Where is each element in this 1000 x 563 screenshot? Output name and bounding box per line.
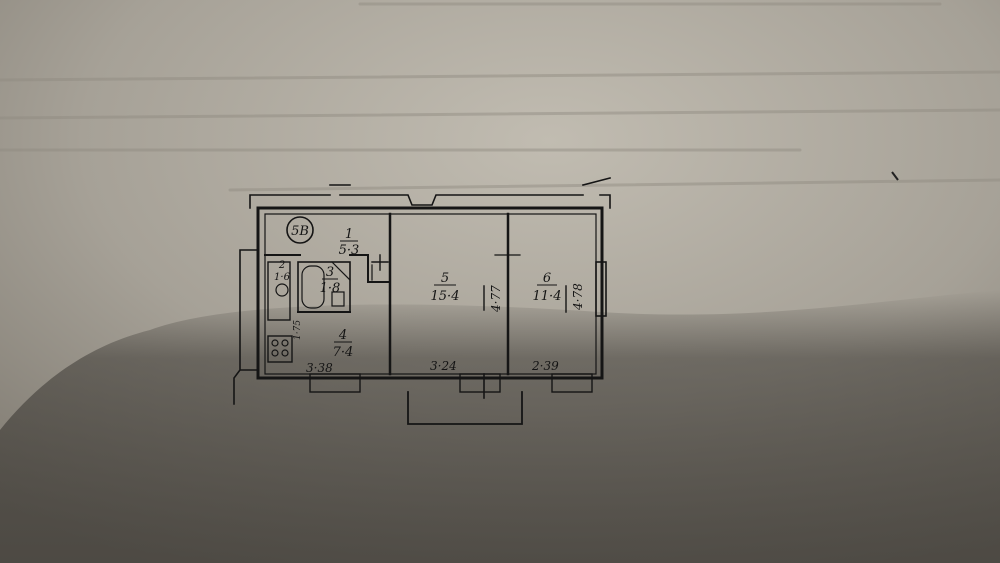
bleed-through-lines	[0, 2, 1000, 192]
room-6-area: 11·4	[533, 289, 562, 304]
stove-burner	[271, 339, 279, 347]
stove-burner	[281, 349, 289, 357]
room5-width-label: 3·24	[430, 359, 457, 373]
pen-mark	[891, 171, 899, 181]
room-5-area: 15·4	[431, 289, 460, 304]
bathtub-shape	[301, 265, 325, 309]
hand-shadow	[0, 290, 1000, 563]
room-6-number: 6	[543, 271, 551, 286]
room6-depth-label: 4·78	[571, 283, 585, 311]
room-1-area: 5·3	[339, 243, 360, 258]
room-1-number: 1	[345, 227, 353, 242]
room-3-area: 1·8	[320, 281, 341, 296]
toilet-shape	[275, 283, 289, 297]
room5-depth-label: 4·77	[489, 285, 503, 313]
dimension-labels: 3·38 1·75 3·24 4·77 2·39 4·78	[293, 283, 585, 375]
room-4-number: 4	[338, 328, 347, 343]
kitchen-side-label: 1·75	[293, 320, 303, 340]
stove-burner	[281, 339, 289, 347]
room-4-area: 7·4	[333, 345, 354, 360]
room-labels: 1 5·3 2 1·6 3 1·8 4 7·4 5 15·4 6 11·4	[274, 227, 561, 360]
kitchen-width-label: 3·38	[306, 361, 333, 375]
room6-width-label: 2·39	[531, 359, 559, 373]
sink-shape	[331, 291, 345, 307]
room-2-area: 1·6	[274, 272, 291, 283]
room-5-number: 5	[441, 271, 449, 286]
room-3-number: 3	[326, 265, 334, 280]
stamp-label: 5В	[291, 224, 309, 239]
stamp-circle	[286, 216, 314, 244]
plan-walls	[233, 177, 611, 425]
plumbing-fixtures	[271, 265, 345, 357]
room-2-number: 2	[278, 260, 285, 271]
stove-burner	[271, 349, 279, 357]
